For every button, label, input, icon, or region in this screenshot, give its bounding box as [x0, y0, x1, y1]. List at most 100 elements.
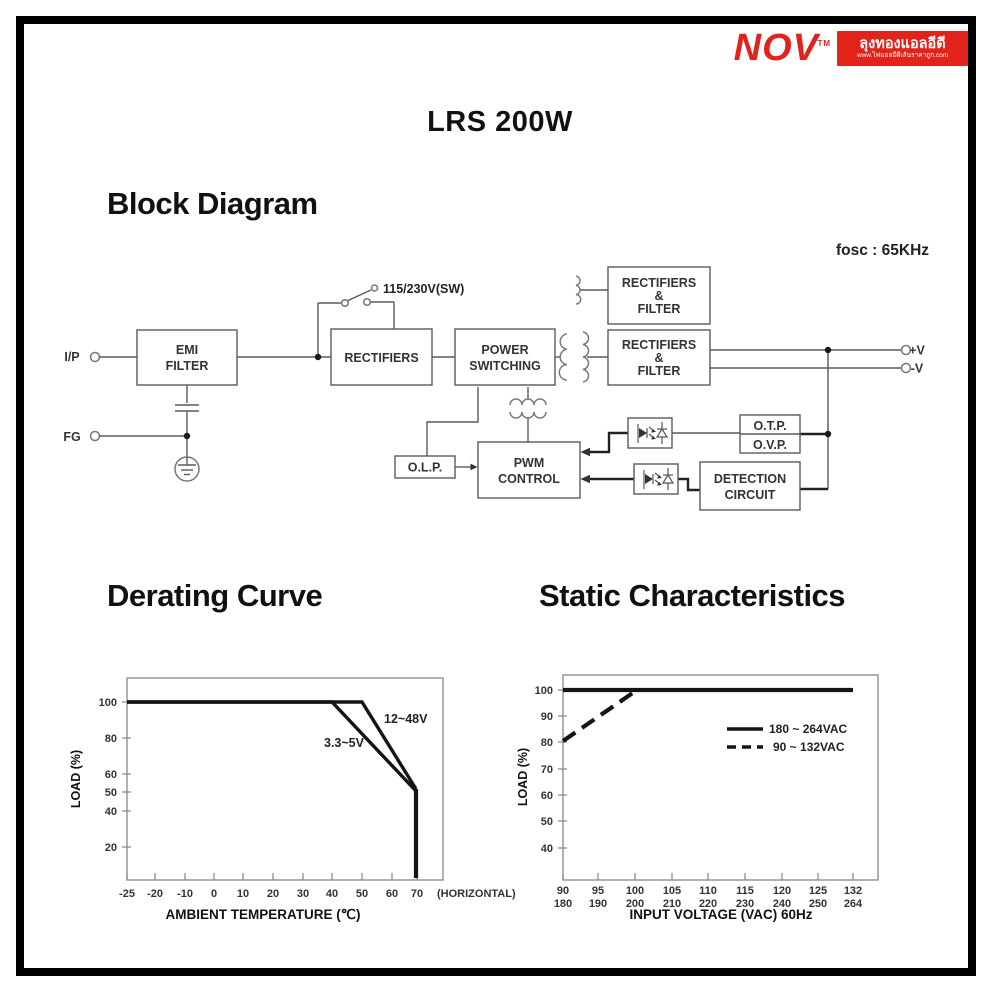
- derating-chart: 100 80 60 50 40 20 -25 -20 -10 0 10 20 3…: [69, 677, 516, 922]
- derating-curve-heading: Derating Curve: [107, 578, 323, 613]
- static-xlabel: INPUT VOLTAGE (VAC) 60Hz: [629, 907, 812, 922]
- optocoupler-lower: [633, 463, 679, 495]
- legend-label-low-range: 90 ~ 132VAC: [773, 740, 845, 754]
- svg-text:80: 80: [105, 733, 117, 745]
- otp-ovp-box: O.T.P. O.V.P.: [739, 414, 801, 454]
- emi-filter-box: EMI FILTER: [136, 329, 238, 386]
- output-pos-label: +V: [909, 344, 925, 358]
- svg-text:100: 100: [99, 697, 117, 709]
- olp-box: O.L.P.: [394, 455, 456, 479]
- svg-text:250: 250: [809, 898, 827, 910]
- svg-text:O.L.P.: O.L.P.: [408, 461, 443, 475]
- svg-text:-20: -20: [147, 888, 163, 900]
- svg-text:O.T.P.: O.T.P.: [753, 419, 786, 433]
- svg-text:POWER: POWER: [481, 343, 528, 357]
- legend-label-high-range: 180 ~ 264VAC: [769, 722, 847, 736]
- svg-text:20: 20: [267, 888, 279, 900]
- rectifiers-box: RECTIFIERS: [330, 328, 433, 386]
- rectifiers-filter-top-box: RECTIFIERS & FILTER: [607, 266, 711, 325]
- fosc-note: fosc : 65KHz: [836, 242, 930, 259]
- svg-text:FILTER: FILTER: [638, 302, 681, 316]
- svg-text:190: 190: [589, 898, 607, 910]
- block-diagram: I/P FG: [63, 266, 925, 511]
- input-terminal-label: I/P: [64, 350, 79, 364]
- svg-text:DETECTION: DETECTION: [714, 472, 786, 486]
- brand-thai-badge: ลุงทองแอลอีดี www.ไฟแอลอีดีเส้นราคาถูก.c…: [837, 31, 968, 66]
- svg-text:240: 240: [773, 898, 791, 910]
- page-title: LRS 200W: [427, 106, 573, 138]
- svg-text:110: 110: [699, 885, 717, 897]
- input-select-switch: [340, 284, 379, 308]
- derating-y-axis: 100 80 60 50 40 20: [99, 697, 131, 854]
- page-border-frame: [16, 16, 976, 976]
- svg-text:180: 180: [554, 898, 572, 910]
- svg-text:132: 132: [844, 885, 862, 897]
- static-ylabel: LOAD (%): [516, 748, 530, 806]
- static-series-low-range: [561, 688, 639, 743]
- series-label-3v3-5v: 3.3~5V: [324, 736, 365, 750]
- output-neg-label: -V: [911, 362, 924, 376]
- switch-label: 115/230V(SW): [383, 282, 464, 296]
- svg-text:115: 115: [736, 885, 754, 897]
- svg-text:100: 100: [535, 685, 553, 697]
- derating-ylabel: LOAD (%): [69, 750, 83, 808]
- svg-text:70: 70: [541, 764, 553, 776]
- horizontal-note: (HORIZONTAL): [437, 888, 516, 900]
- detection-circuit-box: DETECTION CIRCUIT: [699, 461, 801, 511]
- svg-text:60: 60: [105, 769, 117, 781]
- power-switching-box: POWER SWITCHING: [454, 328, 556, 386]
- svg-text:70: 70: [411, 888, 423, 900]
- brand-thai-title: ลุงทองแอลอีดี: [859, 36, 946, 53]
- svg-text:EMI: EMI: [176, 343, 198, 357]
- svg-text:90: 90: [557, 885, 569, 897]
- svg-text:SWITCHING: SWITCHING: [469, 359, 541, 373]
- svg-text:PWM: PWM: [514, 456, 545, 470]
- derating-series-3v3-5v: [127, 700, 418, 793]
- svg-text:O.V.P.: O.V.P.: [753, 438, 787, 452]
- svg-text:&: &: [654, 289, 663, 303]
- aux-winding: [575, 275, 582, 305]
- y-capacitor: [175, 404, 199, 412]
- svg-text:90: 90: [541, 711, 553, 723]
- svg-text:50: 50: [105, 787, 117, 799]
- svg-text:20: 20: [105, 842, 117, 854]
- svg-text:60: 60: [541, 790, 553, 802]
- svg-text:40: 40: [105, 806, 117, 818]
- svg-text:105: 105: [663, 885, 681, 897]
- svg-text:FILTER: FILTER: [638, 364, 681, 378]
- svg-text:-10: -10: [177, 888, 193, 900]
- derating-plot-border: [126, 677, 444, 881]
- svg-text:200: 200: [626, 898, 644, 910]
- svg-text:CONTROL: CONTROL: [498, 472, 560, 486]
- svg-text:10: 10: [237, 888, 249, 900]
- svg-text:220: 220: [699, 898, 717, 910]
- block-diagram-heading: Block Diagram: [107, 186, 318, 221]
- static-characteristics-heading: Static Characteristics: [539, 578, 846, 613]
- svg-text:60: 60: [386, 888, 398, 900]
- svg-text:&: &: [654, 351, 663, 365]
- svg-text:40: 40: [326, 888, 338, 900]
- output-neg-terminal: [900, 362, 912, 374]
- fg-terminal-label: FG: [63, 430, 80, 444]
- static-legend: 180 ~ 264VAC 90 ~ 132VAC: [727, 722, 847, 754]
- trademark-symbol: TM: [817, 39, 831, 48]
- input-terminal: [89, 351, 101, 363]
- rectifiers-filter-main-box: RECTIFIERS & FILTER: [607, 329, 711, 386]
- svg-text:264: 264: [844, 898, 863, 910]
- svg-text:FILTER: FILTER: [166, 359, 209, 373]
- svg-text:100: 100: [626, 885, 644, 897]
- svg-text:120: 120: [773, 885, 791, 897]
- earth-ground-symbol: [174, 456, 200, 482]
- svg-text:125: 125: [809, 885, 827, 897]
- svg-text:RECTIFIERS: RECTIFIERS: [622, 338, 696, 352]
- svg-text:-25: -25: [119, 888, 135, 900]
- svg-text:CIRCUIT: CIRCUIT: [725, 488, 776, 502]
- output-pos-terminal: [900, 344, 912, 356]
- svg-text:0: 0: [211, 888, 217, 900]
- main-transformer: [558, 331, 590, 383]
